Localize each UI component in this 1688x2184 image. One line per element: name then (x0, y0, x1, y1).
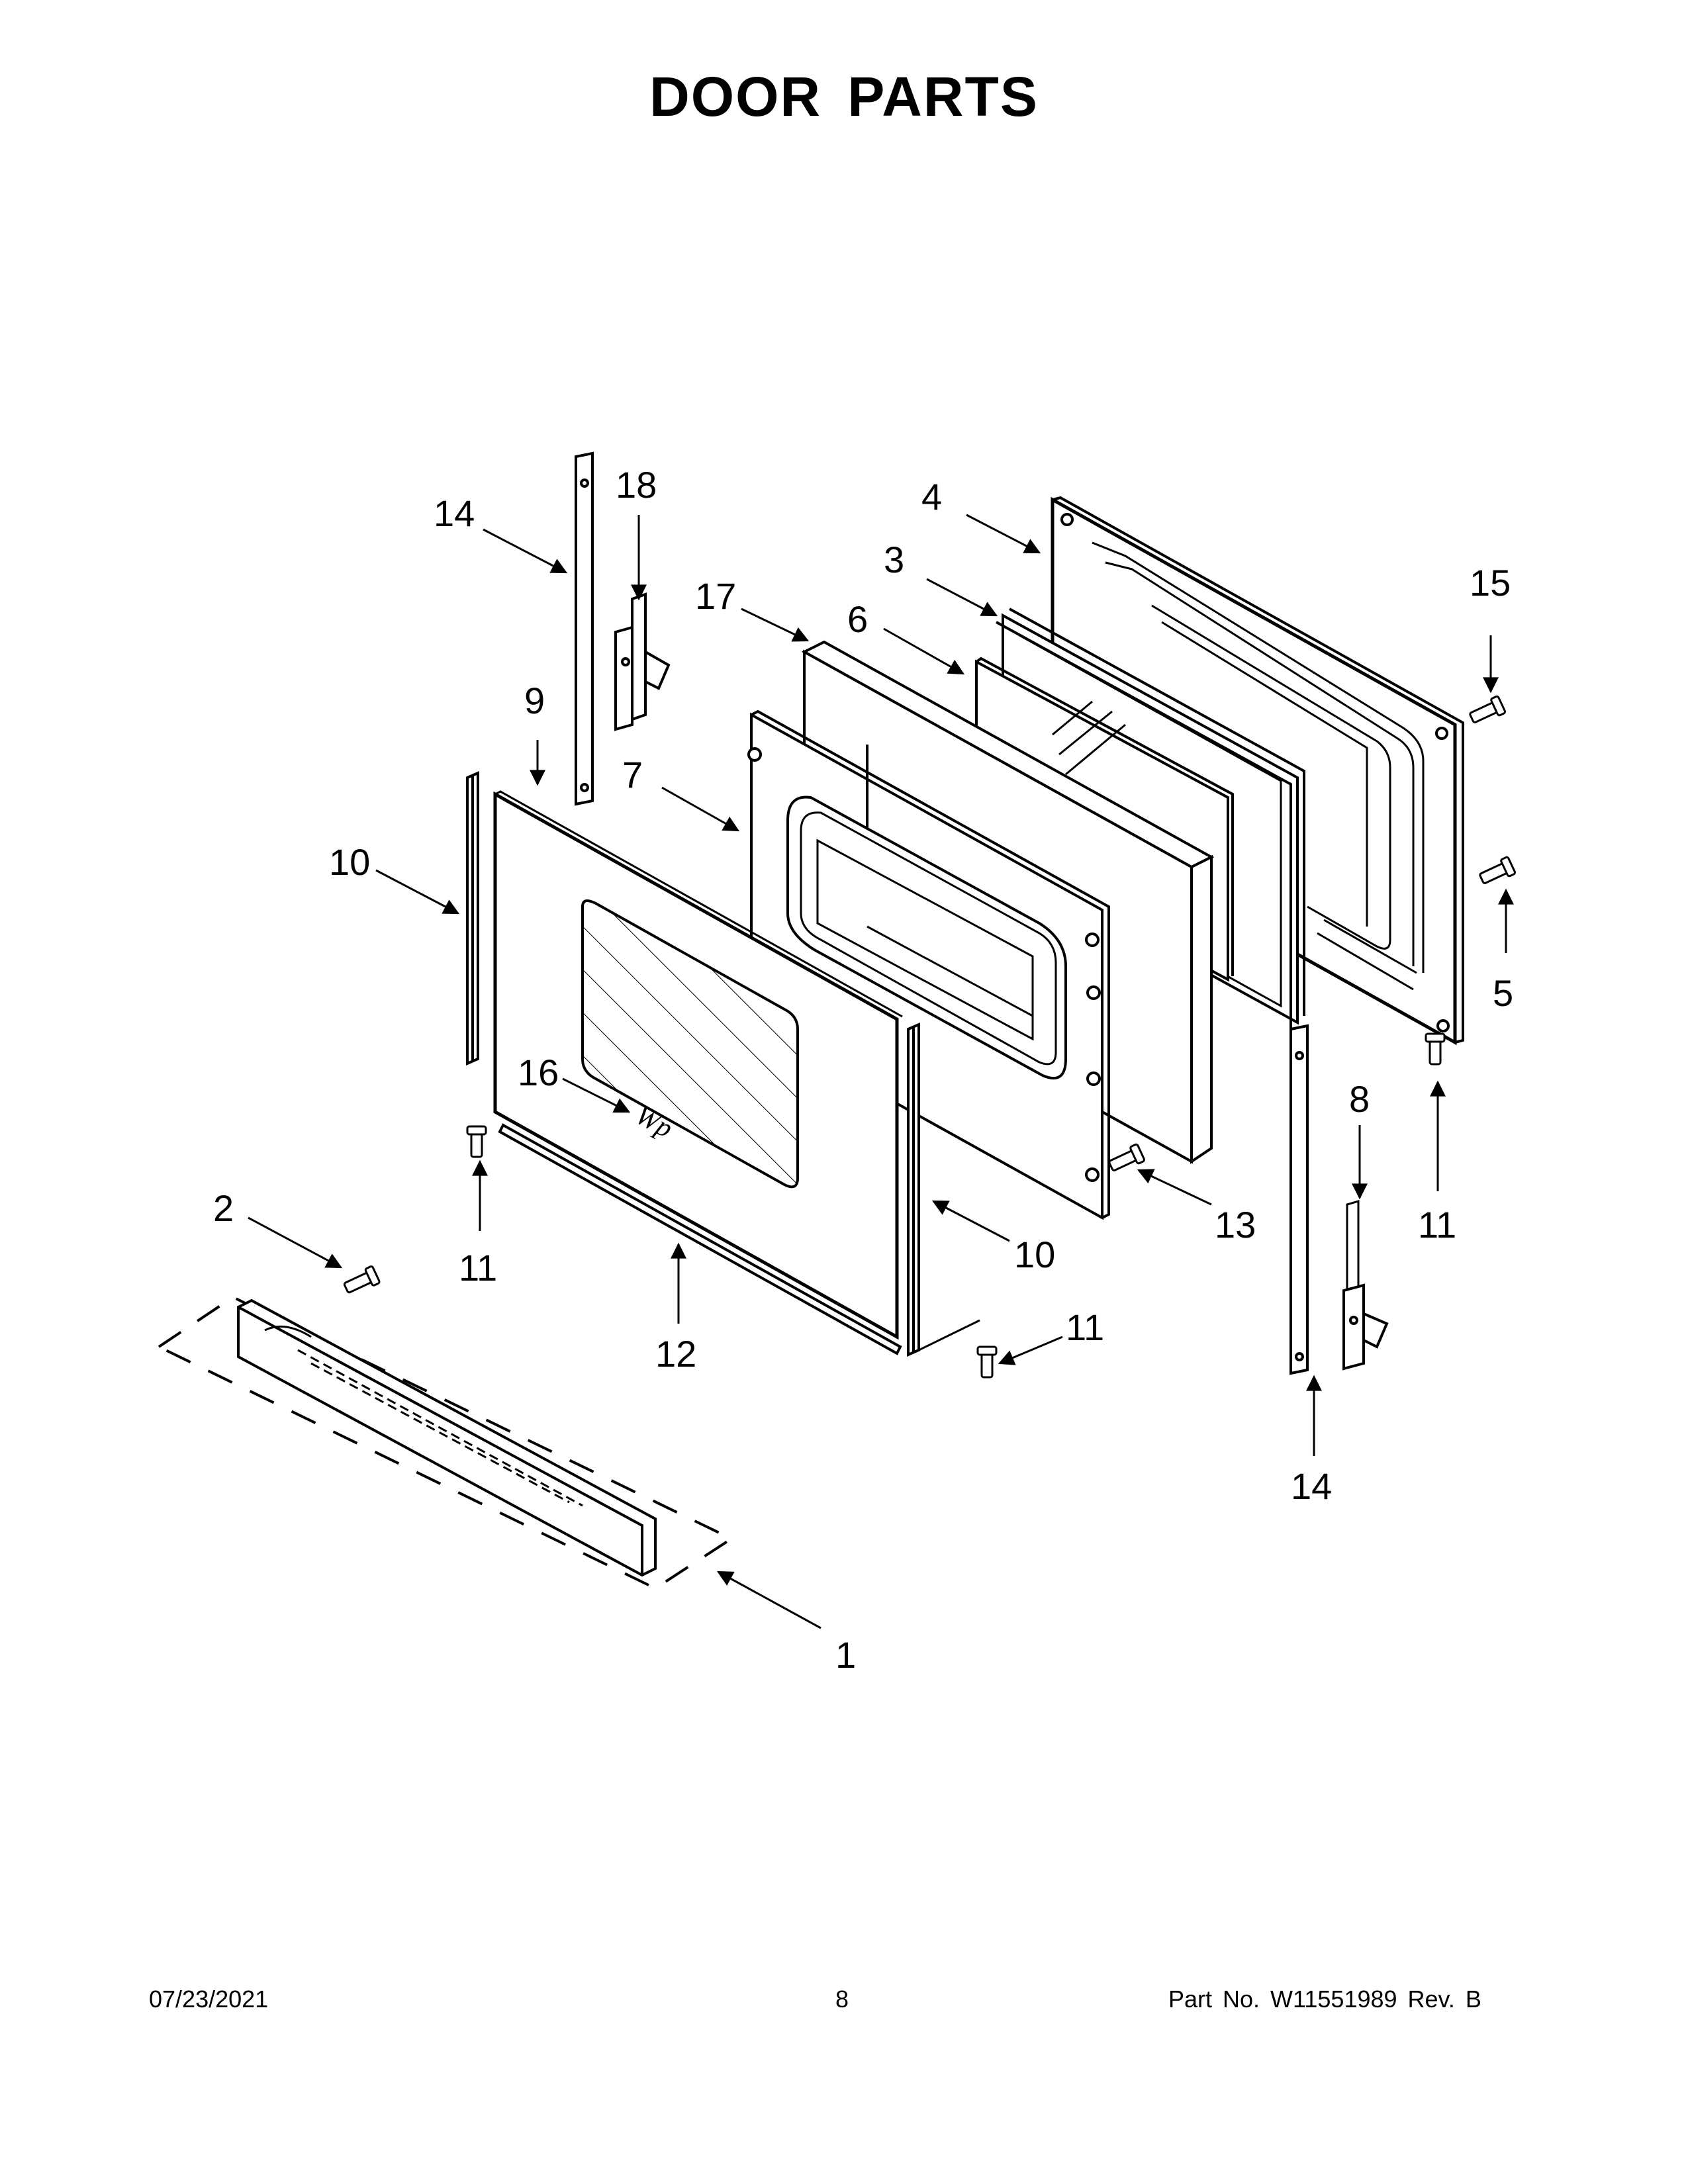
part-12-bottom-trim (498, 1123, 902, 1355)
screw-2 (343, 1265, 381, 1294)
leader-arrows (248, 514, 1514, 1629)
callout-14-bottom: 14 (1291, 1465, 1332, 1507)
footer-date: 07/23/2021 (149, 1985, 269, 2013)
callout-10-left: 10 (329, 841, 370, 883)
part-10-side-trim-left (466, 770, 479, 1066)
callout-14-top: 14 (434, 492, 475, 534)
screw-13 (1108, 1143, 1145, 1171)
callout-1: 1 (835, 1634, 856, 1676)
screw-11b (1425, 1032, 1446, 1066)
screw-11a (466, 1125, 487, 1158)
screw-5 (1479, 856, 1516, 884)
callout-10-right: 10 (1014, 1234, 1055, 1275)
callout-6: 6 (847, 598, 868, 640)
part-1-handle (156, 1295, 735, 1590)
callout-5: 5 (1493, 972, 1513, 1014)
screw-15 (1469, 695, 1506, 723)
callout-11-left: 11 (459, 1247, 497, 1289)
part-18-hinge (614, 592, 671, 731)
callout-12: 12 (655, 1333, 696, 1375)
callout-7: 7 (622, 754, 643, 796)
callout-3: 3 (884, 539, 904, 580)
part-9-outer-door: Wp (493, 790, 903, 1340)
page-title: DOOR PARTS (649, 66, 1039, 128)
callout-9: 9 (524, 680, 545, 721)
callout-labels: 14 18 9 10 17 6 4 3 7 15 5 16 11 12 10 1… (213, 464, 1513, 1676)
callout-2: 2 (213, 1187, 234, 1229)
callout-16: 16 (518, 1052, 559, 1093)
part-8-hinge (1342, 1199, 1389, 1371)
footer-page-number: 8 (835, 1985, 849, 2013)
callout-8: 8 (1349, 1078, 1370, 1120)
screw-11c (976, 1345, 998, 1379)
part-14-hinge-receiver-left (575, 451, 594, 806)
part-10-side-trim-right (907, 1022, 980, 1357)
callout-4: 4 (921, 476, 942, 518)
footer-part-number: Part No. W11551989 Rev. B (1168, 1985, 1481, 2013)
callout-15: 15 (1470, 562, 1511, 604)
part-7-inner-liner (747, 709, 1110, 1220)
part-14-hinge-receiver-right (1289, 1024, 1309, 1375)
callout-18: 18 (616, 464, 657, 506)
callout-17: 17 (695, 575, 736, 617)
callout-13: 13 (1215, 1204, 1256, 1246)
callout-11-right: 11 (1418, 1204, 1456, 1246)
callout-11-bottom: 11 (1066, 1306, 1104, 1348)
screws (343, 695, 1516, 1379)
